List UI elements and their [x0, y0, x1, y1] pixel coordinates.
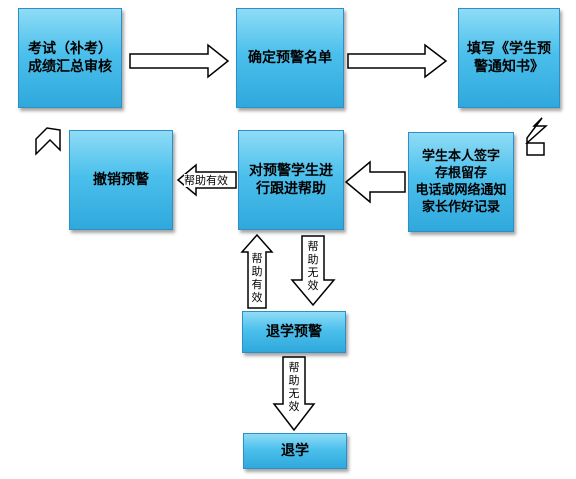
arrow-up-help-effective: [240, 233, 274, 309]
node-fill-notice: 填写《学生预 警通知书》: [458, 8, 560, 108]
arrow-down-help-ineffective-1: [290, 235, 336, 307]
arrow-cancel-to-exam: [35, 127, 61, 156]
arrow-confirm-to-fill: [347, 43, 448, 79]
node-withdraw-warning: 退学预警: [242, 311, 346, 353]
arrow-exam-to-confirm: [129, 43, 230, 79]
label-help-ineffective-2: 帮助无效: [288, 361, 300, 413]
arrow-sign-to-track: [344, 160, 406, 204]
node-cancel-warning: 撤销预警: [69, 130, 173, 230]
label-help-effective-horizontal: 帮助有效: [184, 174, 228, 187]
node-track-help: 对预警学生进 行跟进帮助: [238, 130, 344, 230]
arrow-down-help-ineffective-2: [272, 356, 316, 432]
arrow-fill-to-sign: [525, 117, 548, 156]
label-help-effective-vertical: 帮助有效: [251, 252, 263, 304]
node-exam-summary: 考试（补考） 成绩汇总审核: [18, 8, 122, 108]
node-sign-and-notify: 学生本人签字 存根留存 电话或网络通知 家长作好记录: [408, 132, 514, 232]
node-confirm-warning-list: 确定预警名单: [236, 8, 344, 108]
node-withdraw: 退学: [243, 433, 347, 469]
label-help-ineffective-1: 帮助无效: [307, 240, 319, 292]
